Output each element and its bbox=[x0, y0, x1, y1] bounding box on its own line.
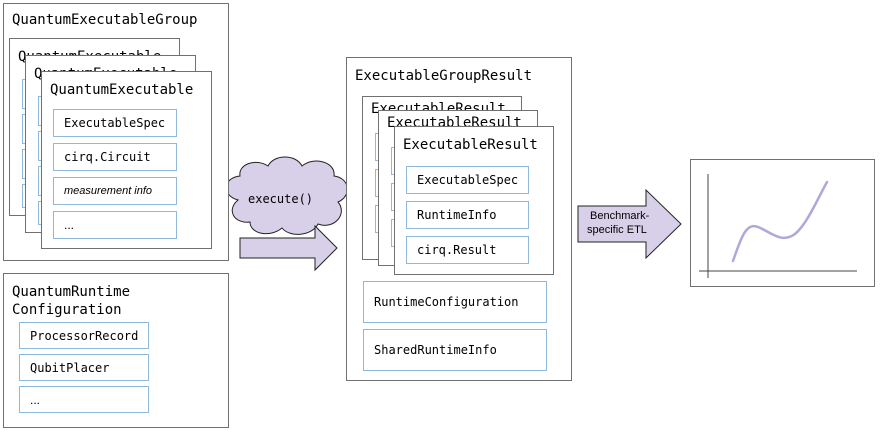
etl-label-line2: specific ETL bbox=[587, 224, 647, 236]
analysis-plot bbox=[690, 159, 875, 287]
executable-group-result-title: ExecutableGroupResult bbox=[355, 68, 533, 84]
quantum-executable-card: QuantumExecutable ExecutableSpec cirq.Ci… bbox=[41, 71, 212, 249]
runtime-ellipsis-label: ... bbox=[30, 392, 41, 407]
ellipsis-label: ... bbox=[64, 218, 75, 232]
runtime-info-label: RuntimeInfo bbox=[417, 208, 497, 222]
shared-runtime-info-label: SharedRuntimeInfo bbox=[374, 343, 497, 357]
executable-spec-label: ExecutableSpec bbox=[64, 116, 166, 130]
execute-label: execute() bbox=[248, 192, 314, 206]
quantum-executable-group-title: QuantumExecutableGroup bbox=[12, 12, 198, 28]
runtime-config-title-line1: QuantumRuntime bbox=[12, 284, 131, 300]
executable-result-title: ExecutableResult bbox=[403, 137, 538, 153]
executable-result-card: ExecutableResult ExecutableSpec RuntimeI… bbox=[394, 126, 554, 275]
qubit-placer-label: QubitPlacer bbox=[30, 360, 110, 375]
cirq-circuit-label: cirq.Circuit bbox=[64, 150, 151, 164]
runtime-configuration-label: RuntimeConfiguration bbox=[374, 295, 519, 309]
ellipsis-item: ... bbox=[53, 211, 177, 239]
quantum-runtime-configuration: QuantumRuntime Configuration ProcessorRe… bbox=[3, 273, 229, 428]
runtime-ellipsis-item: ... bbox=[19, 386, 149, 413]
qubit-placer-item: QubitPlacer bbox=[19, 354, 149, 381]
analysis-plot-graphic bbox=[699, 174, 857, 278]
measurement-info-label: measurement info bbox=[64, 185, 153, 197]
runtime-info-item: RuntimeInfo bbox=[406, 201, 529, 229]
etl-arrow bbox=[577, 188, 682, 260]
result-curve bbox=[731, 180, 829, 263]
executable-spec-item: ExecutableSpec bbox=[53, 109, 177, 137]
quantum-executable-title: QuantumExecutable bbox=[50, 82, 194, 98]
processor-record-label: ProcessorRecord bbox=[30, 328, 139, 343]
runtime-config-title-line2: Configuration bbox=[12, 302, 122, 318]
shared-runtime-info-item: SharedRuntimeInfo bbox=[363, 329, 547, 371]
result-executable-spec-label: ExecutableSpec bbox=[417, 173, 519, 187]
measurement-info-item: measurement info bbox=[53, 177, 177, 205]
processor-record-item: ProcessorRecord bbox=[19, 322, 149, 349]
execute-arrow bbox=[239, 224, 338, 272]
cirq-result-label: cirq.Result bbox=[417, 243, 497, 257]
cirq-circuit-item: cirq.Circuit bbox=[53, 143, 177, 171]
etl-label-line1: Benchmark- bbox=[590, 210, 650, 222]
result-executable-spec-item: ExecutableSpec bbox=[406, 166, 529, 194]
runtime-configuration-item: RuntimeConfiguration bbox=[363, 281, 547, 323]
cirq-result-item: cirq.Result bbox=[406, 236, 529, 264]
